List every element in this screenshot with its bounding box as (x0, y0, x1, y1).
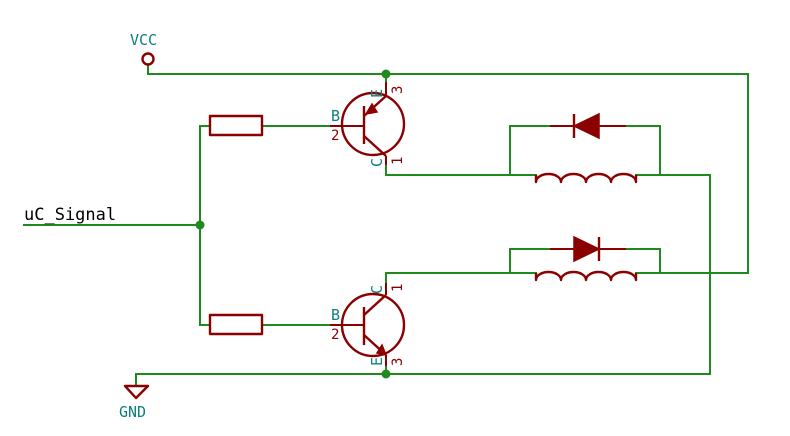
gnd-label: GND (119, 403, 146, 421)
wire-vcc (147, 64, 749, 274)
wire-q2-collector (385, 272, 511, 284)
junction-gnd (381, 369, 391, 379)
q2-collector-num: 1 (390, 284, 406, 292)
q1-emitter-arrow (364, 102, 379, 116)
transistor-bottom: B 2 C 1 E 3 (330, 283, 406, 366)
q2-emitter-num: 3 (390, 358, 406, 366)
diode-bottom (550, 235, 626, 263)
wire-relay2-right (625, 248, 661, 274)
q1-emitter-name: E (368, 89, 386, 98)
wire-relay2-left (509, 248, 551, 274)
resistor-top (208, 114, 264, 137)
wire-relay1-gnd (385, 174, 711, 375)
diode-top (550, 112, 626, 140)
q1-base-name: B (331, 107, 340, 125)
junction-signal (195, 220, 205, 230)
q2-collector-name: C (368, 285, 386, 294)
vcc-label: VCC (130, 31, 157, 49)
q1-collector-num: 1 (390, 157, 406, 165)
wires (23, 64, 749, 387)
transistor-top: B 2 E 3 C 1 (330, 82, 406, 167)
q1-emitter-num: 3 (390, 86, 406, 94)
vcc-symbol: VCC (130, 31, 157, 66)
junction-vcc (381, 69, 391, 79)
q2-base-name: B (331, 306, 340, 324)
q1-base-num: 2 (331, 128, 339, 144)
q1-collector-name: C (368, 158, 386, 167)
wire-relay1-right (625, 125, 661, 176)
q2-emitter-name: E (368, 357, 386, 366)
coil-bottom (534, 270, 638, 282)
gnd-symbol: GND (119, 384, 150, 421)
resistor-bottom (208, 313, 264, 336)
q2-emitter-arrow (375, 343, 388, 357)
wire-gnd (135, 365, 387, 387)
coil-top (534, 172, 638, 184)
q2-base-num: 2 (331, 327, 339, 343)
wire-q1-collector (385, 164, 511, 176)
signal-net-label: uC_Signal (24, 205, 116, 225)
wire-relay1-left (509, 125, 551, 176)
